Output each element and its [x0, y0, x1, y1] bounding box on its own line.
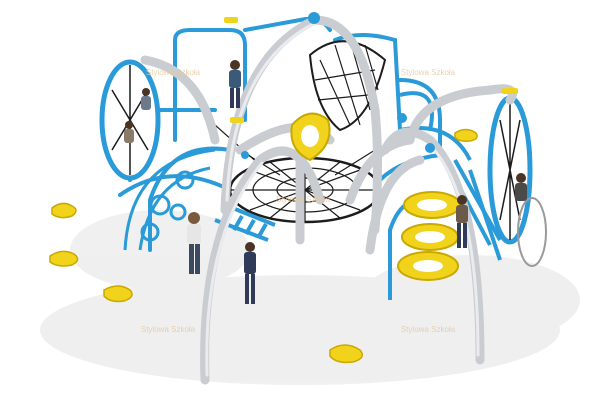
- gray-arches: [140, 15, 517, 385]
- child-left-wheel: [124, 88, 151, 143]
- yellow-top-accents: [224, 17, 518, 123]
- watermark-text: Stylowa Szkoła: [400, 68, 456, 77]
- watermark: Stylowa Szkoła: [390, 48, 466, 92]
- blue-caps: [241, 12, 435, 159]
- watermark: Stylowa Szkoła: [135, 48, 211, 92]
- right-climbing-wheel: [487, 95, 547, 267]
- yellow-stepping-stones: [49, 128, 478, 364]
- child-right-wheel: [515, 173, 527, 201]
- child-right-rings: [456, 195, 468, 248]
- watermark-text: Stylowa Szkoła: [275, 195, 331, 204]
- watermark: Stylowa Szkoła: [130, 305, 206, 349]
- ground-shadows: [40, 210, 580, 385]
- child-top-left: [229, 60, 241, 108]
- watermark: Stylowa Szkoła: [265, 175, 341, 219]
- child-left-standing: [187, 212, 201, 274]
- child-figures: [124, 60, 527, 304]
- watermark: Stylowa Szkoła: [390, 305, 466, 349]
- yellow-climbing-rings: [397, 191, 461, 281]
- watermark-text: Stylowa Szkoła: [140, 325, 196, 334]
- blue-half-dome: [123, 148, 216, 251]
- watermark-text: Stylowa Szkoła: [400, 325, 456, 334]
- watermark-text: Stylowa Szkoła: [145, 68, 201, 77]
- yellow-ring-hanging: [290, 112, 331, 162]
- child-hanging-ladder: [244, 242, 256, 304]
